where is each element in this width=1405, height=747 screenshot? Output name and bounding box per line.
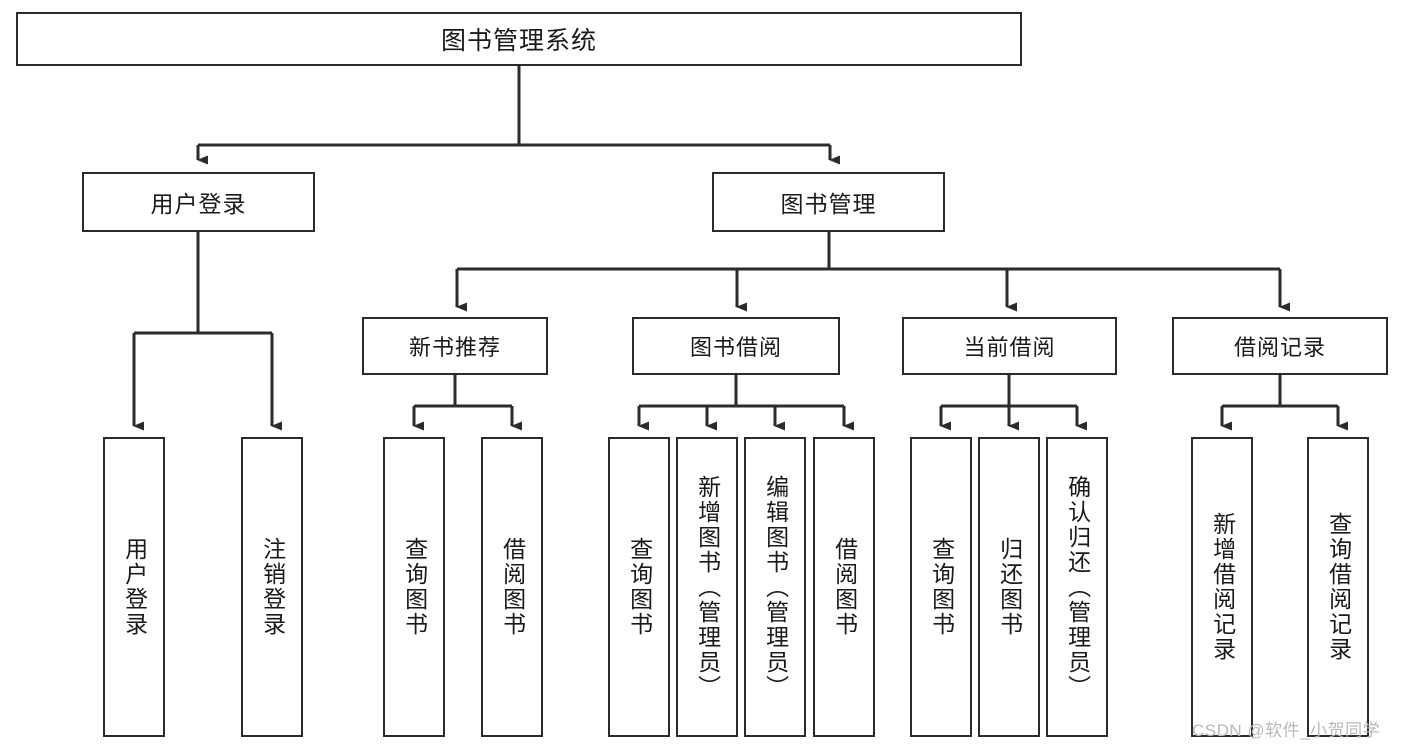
- node-current-borrow-label: 当前借阅: [963, 335, 1056, 360]
- node-new-book-recommend[interactable]: 新书推荐: [362, 317, 548, 375]
- leaf-label: 查询图书: [928, 537, 955, 637]
- leaf-borrow-record-query-record[interactable]: 查询借阅记录: [1307, 437, 1369, 737]
- node-user-login-label: 用户登录: [150, 191, 247, 217]
- leaf-book-borrow-edit-book-admin[interactable]: 编辑图书（管理员）: [744, 437, 806, 737]
- leaf-label: 查询图书: [401, 537, 428, 637]
- leaf-label: 确认归还（管理员）: [1064, 474, 1091, 700]
- node-root-book-management-system[interactable]: 图书管理系统: [16, 12, 1022, 66]
- leaf-new-book-borrow-book[interactable]: 借阅图书: [481, 437, 543, 737]
- leaf-current-borrow-return-book[interactable]: 归还图书: [978, 437, 1040, 737]
- leaf-label: 借阅图书: [831, 537, 858, 637]
- node-current-borrow[interactable]: 当前借阅: [902, 317, 1117, 375]
- csdn-watermark: CSDN @软件_小贺同学: [1192, 721, 1381, 740]
- leaf-label: 查询借阅记录: [1325, 512, 1352, 662]
- leaf-label: 归还图书: [996, 537, 1023, 637]
- leaf-user-login-login[interactable]: 用户登录: [103, 437, 165, 737]
- leaf-new-book-query-book[interactable]: 查询图书: [383, 437, 445, 737]
- leaf-user-login-logout[interactable]: 注销登录: [241, 437, 303, 737]
- leaf-label: 借阅图书: [499, 537, 526, 637]
- leaf-label: 编辑图书（管理员）: [762, 474, 789, 700]
- leaf-book-borrow-query-book[interactable]: 查询图书: [608, 437, 670, 737]
- leaf-label: 新增借阅记录: [1209, 512, 1236, 662]
- node-borrow-record[interactable]: 借阅记录: [1172, 317, 1388, 375]
- node-new-book-recommend-label: 新书推荐: [408, 335, 501, 360]
- node-book-borrow[interactable]: 图书借阅: [632, 317, 840, 375]
- leaf-current-borrow-confirm-return-admin[interactable]: 确认归还（管理员）: [1046, 437, 1108, 737]
- leaf-book-borrow-borrow-book[interactable]: 借阅图书: [813, 437, 875, 737]
- leaf-label: 新增图书（管理员）: [694, 474, 721, 700]
- leaf-borrow-record-add-record[interactable]: 新增借阅记录: [1191, 437, 1253, 737]
- leaf-label: 用户登录: [121, 537, 148, 637]
- node-borrow-record-label: 借阅记录: [1233, 335, 1326, 360]
- leaf-label: 注销登录: [259, 537, 286, 637]
- node-root-label: 图书管理系统: [440, 27, 597, 55]
- leaf-current-borrow-query-book[interactable]: 查询图书: [910, 437, 972, 737]
- leaf-label: 查询图书: [626, 537, 653, 637]
- node-book-management[interactable]: 图书管理: [712, 172, 945, 232]
- node-book-management-label: 图书管理: [780, 191, 877, 217]
- leaf-book-borrow-add-book-admin[interactable]: 新增图书（管理员）: [676, 437, 738, 737]
- node-book-borrow-label: 图书借阅: [689, 335, 782, 360]
- node-user-login[interactable]: 用户登录: [82, 172, 315, 232]
